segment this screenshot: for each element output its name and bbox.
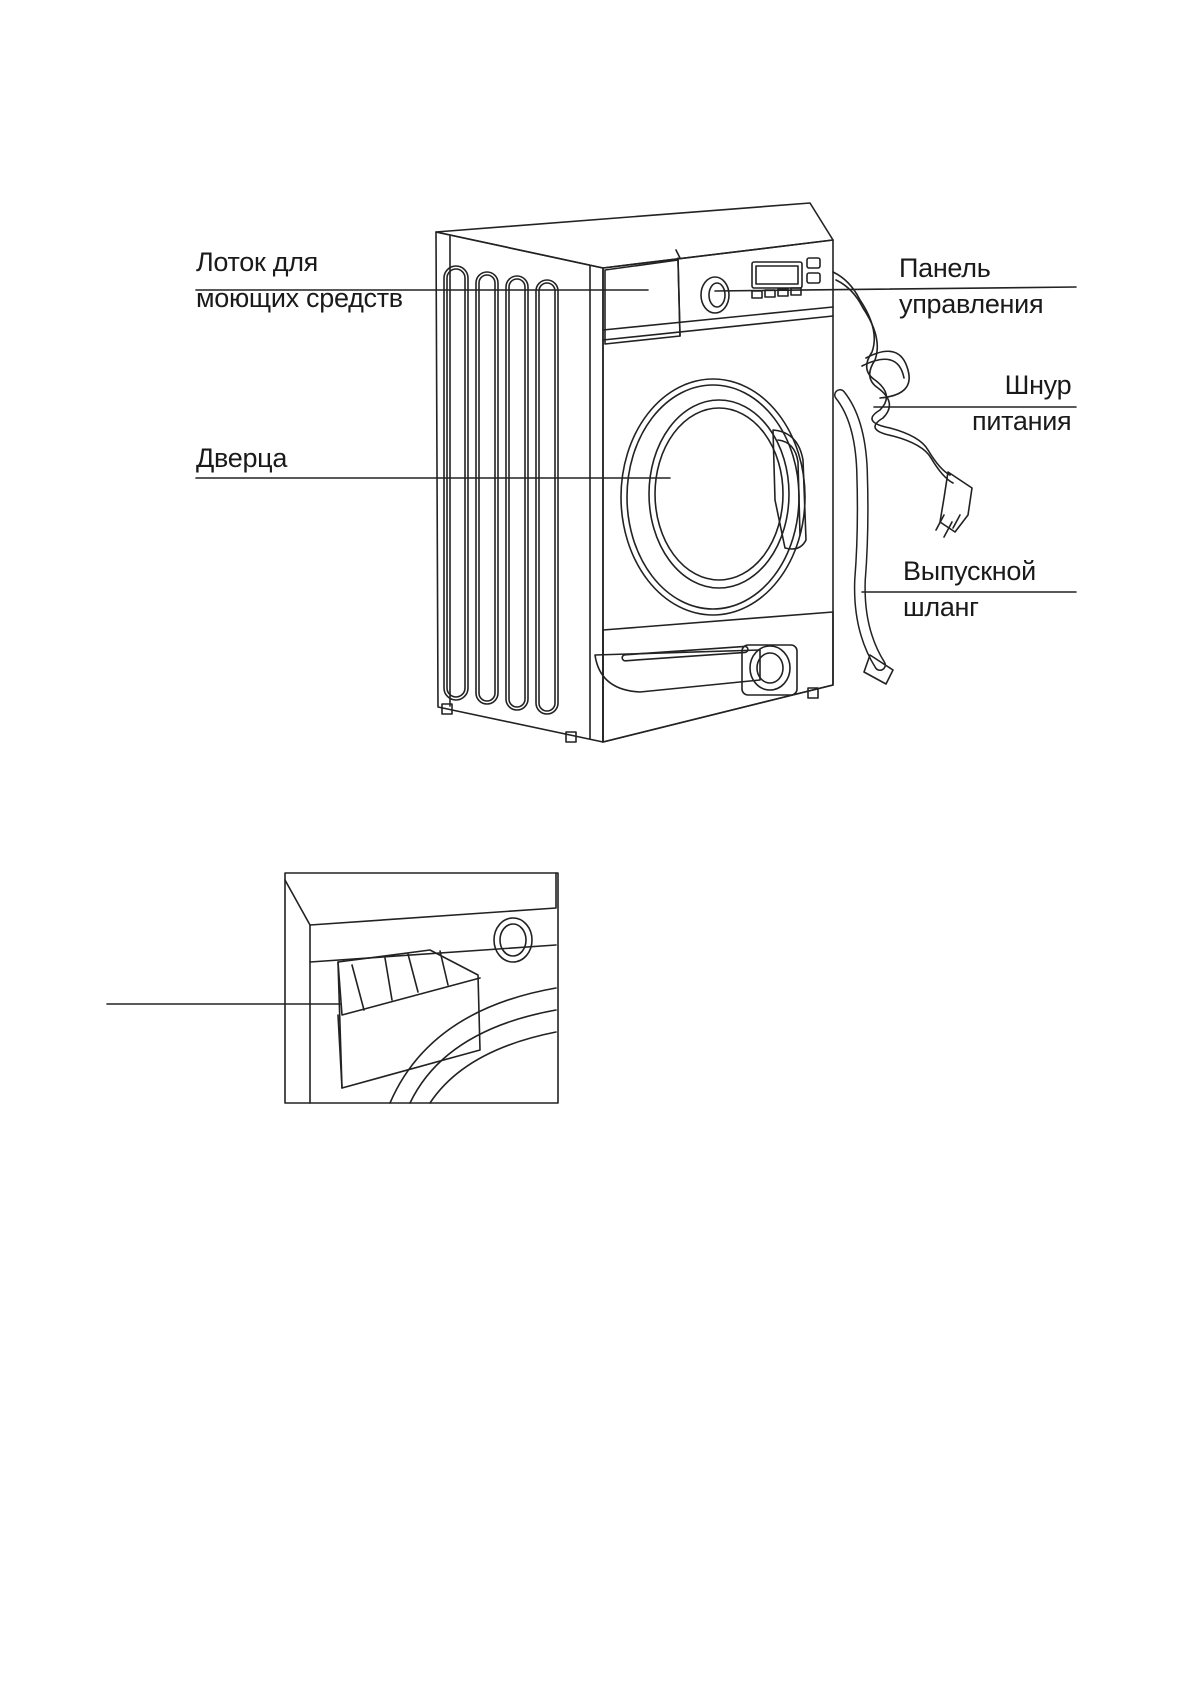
label-detergent-tray: Лоток для моющих средств — [196, 244, 403, 316]
label-door: Дверца — [196, 440, 287, 476]
label-power-cord: Шнур питания — [972, 367, 1072, 439]
machine-feet — [441, 687, 819, 743]
label-control-panel-line1: Панель — [899, 253, 991, 283]
label-detergent-tray-line2: моющих средств — [196, 283, 403, 313]
inset-drawer — [337, 949, 481, 1089]
kick-plate — [594, 611, 834, 743]
label-control-panel: Панель управления — [899, 250, 1044, 322]
label-drain-hose: Выпускной шланг — [903, 553, 1036, 625]
inset-frame — [284, 872, 559, 1104]
label-detergent-tray-line1: Лоток для — [196, 247, 318, 277]
program-knob — [700, 276, 730, 314]
machine-side-panel — [435, 231, 604, 743]
label-drain-hose-line2: шланг — [903, 592, 979, 622]
power-cord — [832, 271, 973, 538]
label-control-panel-line2: управления — [899, 289, 1044, 319]
door — [620, 378, 807, 616]
label-door-line1: Дверца — [196, 443, 288, 473]
label-power-cord-line2: питания — [972, 406, 1072, 436]
control-display — [751, 257, 821, 299]
label-drain-hose-line1: Выпускной — [903, 556, 1036, 586]
leader-control-panel — [714, 286, 1077, 292]
label-power-cord-line1: Шнур — [1004, 370, 1072, 400]
drain-hose — [834, 389, 894, 685]
detergent-drawer — [604, 259, 681, 345]
